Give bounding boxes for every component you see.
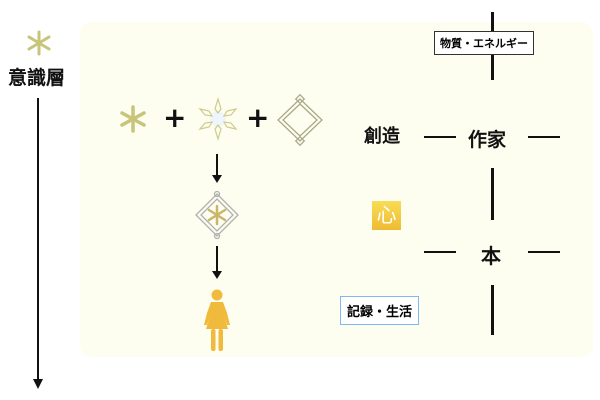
plus-sign: + (246, 101, 270, 134)
horizontal-connector (528, 136, 560, 138)
record-life-label: 記録・生活 (340, 296, 420, 325)
book-label: 本 (481, 244, 501, 268)
author-label: 作家 (468, 129, 507, 151)
heart-badge: 心 (372, 201, 401, 230)
diamond-frame-icon (277, 94, 323, 146)
person-icon (204, 289, 230, 351)
matter-energy-label: 物質・エネルギー (434, 31, 534, 55)
star-icon (27, 30, 51, 56)
vertical-connector (491, 168, 494, 220)
down-arrow (212, 154, 222, 183)
framed-star-icon (195, 190, 239, 240)
diagram-panel (80, 22, 593, 357)
horizontal-connector (528, 251, 560, 253)
horizontal-connector (424, 136, 456, 138)
plus-sign: + (163, 101, 187, 134)
vertical-connector (491, 285, 494, 335)
axis-label: 意識層 (8, 67, 66, 89)
consciousness-axis-arrow (33, 98, 43, 389)
horizontal-connector (424, 251, 456, 253)
crystal-star-icon (198, 97, 238, 141)
down-arrow (212, 246, 222, 279)
star-icon (120, 105, 146, 133)
creation-label: 創造 (364, 126, 400, 147)
